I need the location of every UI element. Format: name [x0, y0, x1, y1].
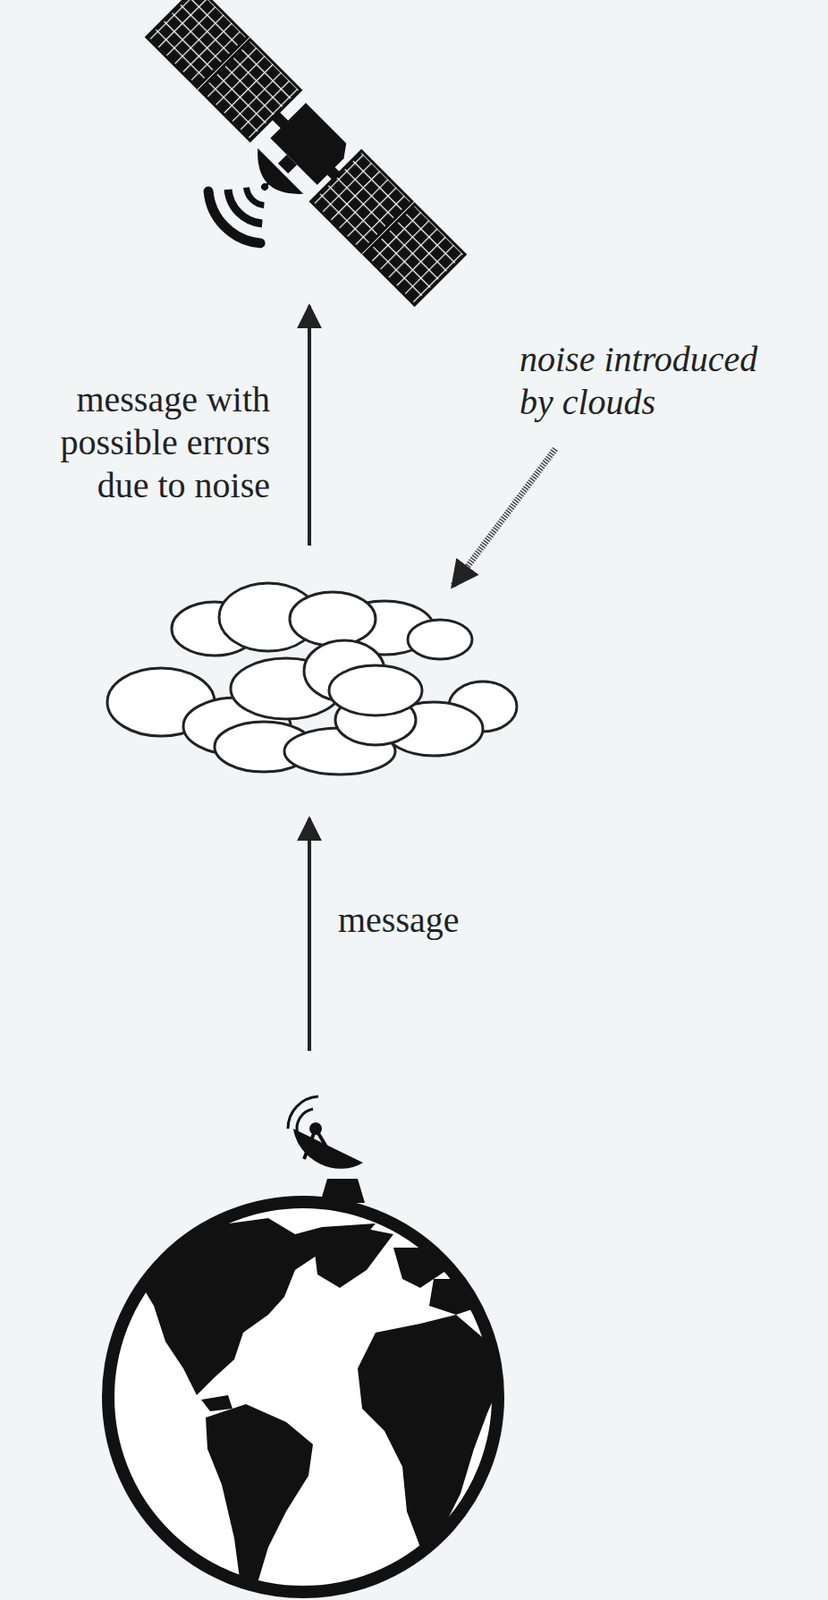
arrow-label: message	[337, 898, 607, 942]
arrow-label: message with possible errors due to nois…	[3, 378, 271, 507]
satellite-icon	[91, 0, 466, 361]
arrow-up	[307, 818, 312, 1051]
leader-arrow	[452, 448, 556, 587]
callout-note: noise introduced by clouds	[519, 337, 788, 424]
ground-dish-icon	[287, 1096, 365, 1203]
arrow-up	[307, 305, 312, 546]
cloud-icon	[107, 582, 517, 775]
globe-icon	[108, 1201, 501, 1592]
